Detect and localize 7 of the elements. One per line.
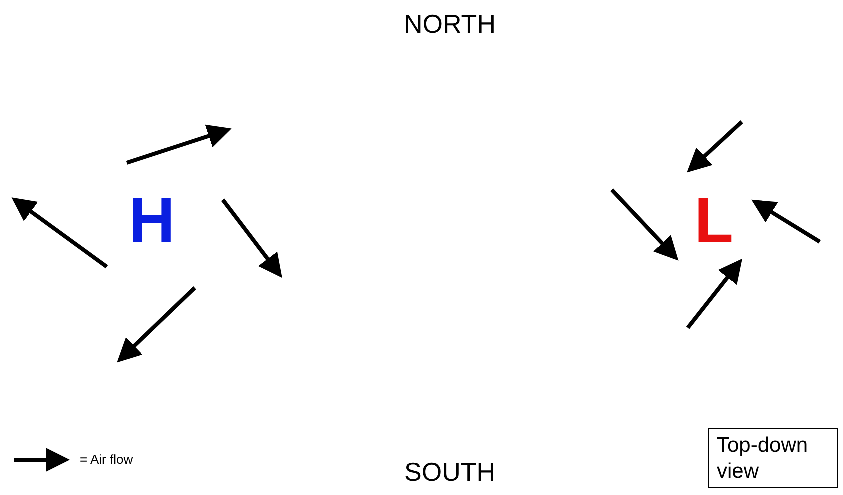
compass-label: NORTH bbox=[404, 10, 496, 39]
note-box bbox=[708, 428, 838, 488]
high-pressure-label: H bbox=[129, 185, 176, 256]
note-text: Top-down view bbox=[717, 433, 810, 486]
compass-label: SOUTH bbox=[404, 458, 496, 487]
low-pressure-label: L bbox=[694, 185, 734, 256]
legend-text: = Air flow bbox=[80, 452, 134, 467]
